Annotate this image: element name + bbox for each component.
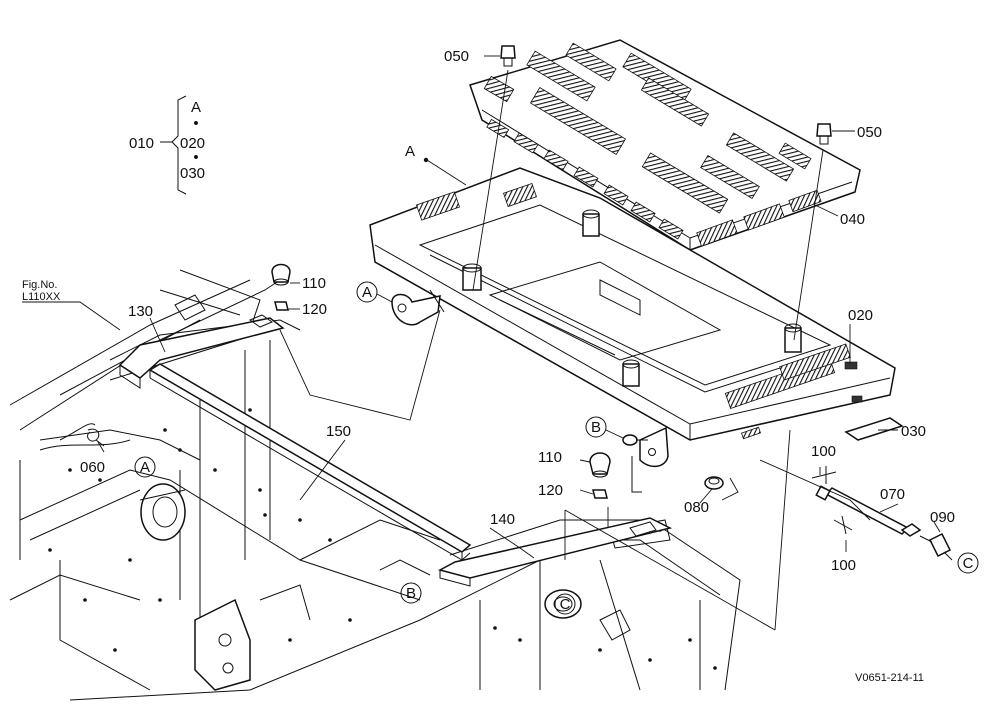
callout-040: 040 (840, 211, 865, 228)
callout-110-right: 110 (538, 449, 562, 466)
bracket-140 (437, 517, 673, 587)
bracket-130 (118, 314, 285, 389)
base-frame (9, 269, 541, 701)
callout-110-left: 110 (302, 275, 326, 292)
legend-a: A (191, 99, 201, 116)
callout-120-left: 120 (302, 301, 327, 318)
svg-text:C: C (963, 555, 974, 572)
svg-text:A: A (140, 459, 150, 476)
callout-070: 070 (880, 486, 905, 503)
callout-labels: A • 010 020 • 030 050 050 A 040 020 030 … (22, 48, 955, 684)
clip-060 (87, 428, 105, 447)
marker-c-lower: C (554, 593, 576, 615)
set-legend-brace (160, 95, 187, 195)
svg-text:B: B (591, 419, 601, 436)
knob-050b (816, 123, 832, 145)
label-a: A (405, 143, 415, 160)
rubber-stopper-110a (271, 263, 291, 286)
rubber-stopper-110b (589, 452, 611, 478)
callout-050-top: 050 (444, 48, 469, 65)
callout-150: 150 (326, 423, 351, 440)
pins-100 (811, 466, 853, 535)
legend-dot-2: • (193, 149, 198, 166)
callout-010: 010 (129, 135, 154, 152)
drawing-code: V0651-214-11 (855, 672, 924, 684)
seat-panel-040 (469, 39, 861, 251)
cover-plate-030 (844, 417, 904, 441)
callout-090: 090 (930, 509, 955, 526)
knob-050a (500, 45, 516, 67)
dot-a (423, 157, 429, 163)
svg-text:B: B (406, 585, 416, 602)
marker-c-right: C (957, 552, 979, 574)
rod-end-090 (919, 532, 952, 558)
nut-120b (592, 489, 608, 499)
callout-080: 080 (684, 499, 709, 516)
legend-dot-1: • (193, 115, 198, 132)
callout-130: 130 (128, 303, 153, 320)
marker-b-lower: B (400, 582, 422, 604)
figref-line1: Fig.No. (22, 279, 57, 291)
step-frame-020 (369, 167, 896, 441)
callout-120-right: 120 (538, 482, 563, 499)
callout-100-bottom: 100 (831, 557, 856, 574)
bracket-a (391, 289, 445, 326)
grommet-080 (704, 476, 724, 490)
marker-a-lower: A (134, 456, 156, 478)
callout-020: 020 (848, 307, 873, 324)
marker-b-upper: B (585, 416, 624, 439)
svg-text:C: C (560, 596, 571, 613)
callout-050-right: 050 (857, 124, 882, 141)
nut-120a (274, 301, 289, 311)
callout-140: 140 (490, 511, 515, 528)
bolt-b (622, 434, 648, 446)
leader-lines (28, 55, 953, 631)
callout-060: 060 (80, 459, 105, 476)
callout-100-top: 100 (811, 443, 836, 460)
marker-a-upper: A (356, 281, 393, 303)
callout-030: 030 (901, 423, 926, 440)
long-bar-150 (148, 363, 472, 561)
figref-line2: L110XX (22, 291, 61, 303)
callout-030-set: 030 (180, 165, 205, 182)
bracket-b (631, 426, 669, 493)
svg-text:A: A (362, 284, 372, 301)
callout-020-set: 020 (180, 135, 205, 152)
